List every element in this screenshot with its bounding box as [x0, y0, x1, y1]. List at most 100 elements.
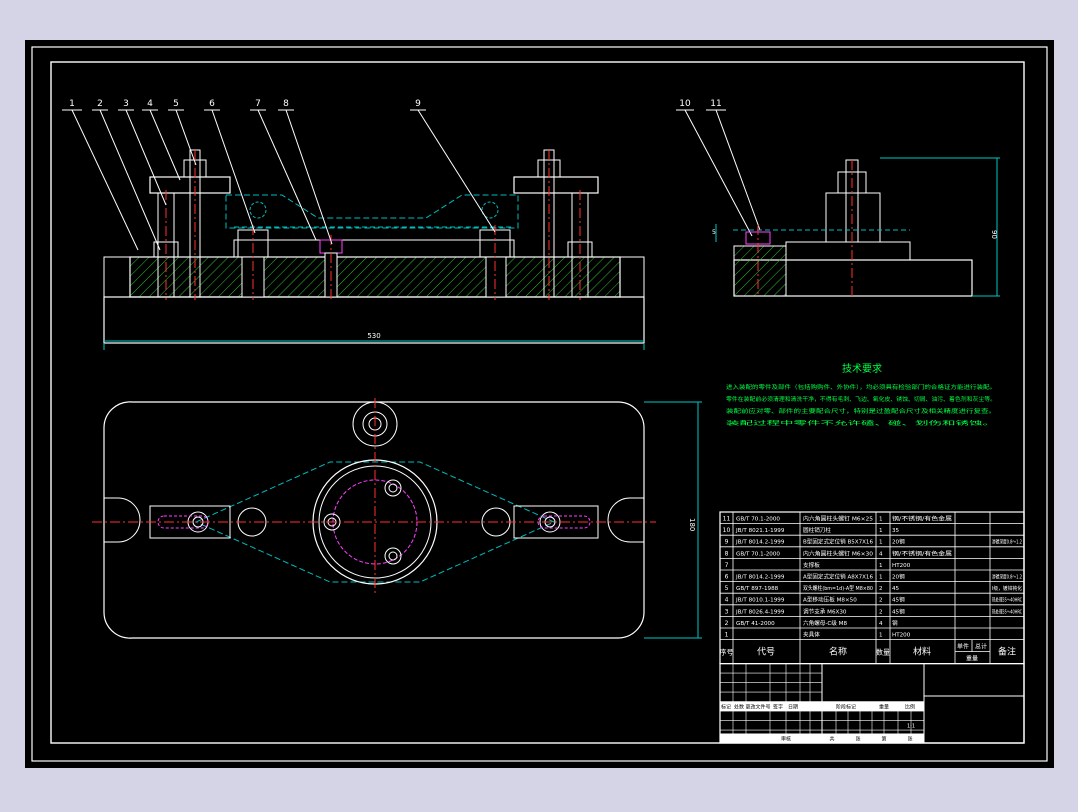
- bom-material: 45钢: [892, 607, 905, 615]
- bom-header-name: 名称: [829, 646, 847, 658]
- bom-code: JB/T 8021.1-1999: [735, 528, 785, 534]
- balloon-3: 3: [123, 99, 129, 109]
- side-view: 90 5: [712, 157, 1000, 297]
- bom-code: GB/T 70.1-2000: [736, 517, 780, 523]
- bom-row: 2 GB/T 41-2000 六角螺母-C级 M8 4 钢: [725, 619, 898, 627]
- top-view: 180: [92, 398, 702, 639]
- bom-qty: 1: [879, 633, 883, 639]
- balloon-4: 4: [147, 99, 153, 109]
- bom-name: A型移动压板 M8×50: [803, 596, 857, 604]
- title-row-fill: [720, 701, 822, 712]
- bom-header-unit: 单件: [957, 643, 969, 651]
- front-view: 530: [103, 149, 645, 350]
- bom-no: 9: [725, 539, 729, 546]
- support-plate: [233, 239, 515, 258]
- balloon-9: 9: [415, 99, 421, 109]
- title-row4-label: 张: [855, 736, 860, 743]
- bom-no: 6: [725, 574, 729, 581]
- title-block: 标记处数更改文件号签字日期审核阶段标记重量比例1:1共张第张: [719, 662, 1025, 744]
- bom-name: 支撑板: [803, 561, 820, 569]
- balloon-11: 11: [710, 99, 721, 109]
- balloon-10: 10: [679, 99, 691, 109]
- title-row1-label: 标记: [721, 704, 731, 711]
- balloon-7: 7: [255, 99, 261, 109]
- bom-note: Ⅰ级，镀锌钝化: [992, 585, 1022, 592]
- dim-side-small: 5: [712, 229, 716, 236]
- balloon-5: 5: [173, 99, 179, 109]
- bom-no: 5: [725, 585, 729, 592]
- bom-material: 钢/不锈钢/有色金属: [892, 515, 952, 523]
- bom-header-qty: 数量: [876, 648, 890, 657]
- bom-name: 圆柱销刀柱: [803, 526, 831, 534]
- balloon-2: 2: [97, 99, 103, 109]
- bom-header-note: 备注: [998, 646, 1016, 658]
- bom-name: 调节支承 M6X30: [803, 607, 847, 615]
- bom-qty: 1: [879, 540, 883, 546]
- bom-no: 1: [725, 632, 729, 639]
- bom-qty: 1: [879, 575, 883, 581]
- bom-row: 9 JB/T 8014.2-1999 B型固定式定位销 B5X7X16 1 20钢 渗碳深…: [725, 538, 1022, 546]
- title-scale: 1:1: [907, 724, 915, 730]
- bom-name: B型固定式定位销 B5X7X16: [803, 538, 873, 546]
- bom-material: 20钢: [892, 573, 905, 581]
- bom-qty: 2: [879, 609, 883, 615]
- tech-note-line: 零件在装配前必须清理和清洗干净，不得有毛刺、飞边、氧化皮、锈蚀、切屑、油污、着色…: [726, 395, 996, 403]
- bom-name: 内六角圆柱头螺钉 M6×25: [803, 515, 873, 523]
- dim-front-length: 530: [367, 332, 380, 340]
- title-review: 审核: [781, 736, 791, 743]
- bom-material: 钢/不锈钢/有色金属: [892, 549, 952, 557]
- bom-qty: 2: [879, 598, 883, 604]
- bom-material: 20钢: [892, 538, 905, 546]
- title-row1-label: 签字: [773, 704, 783, 711]
- bom-no: 4: [725, 597, 729, 604]
- bom-header-weight: 重量: [966, 655, 978, 663]
- bom-header-total: 总计: [975, 643, 987, 651]
- bom-name: 内六角圆柱头螺钉 M6×30: [803, 549, 873, 557]
- bom-note: 渗碳深度0.8～1.2: [992, 574, 1022, 581]
- bom-qty: 4: [879, 621, 883, 627]
- bom-name: 六角螺母-C级 M8: [803, 619, 847, 627]
- bom-no: 7: [725, 562, 729, 569]
- balloon-group: [62, 109, 761, 251]
- title-row1-label: 处数: [734, 704, 744, 711]
- bom-code: GB/T 70.1-2000: [736, 551, 780, 557]
- outer-border: [31, 46, 1048, 762]
- title-row2-label: 比例: [905, 704, 915, 711]
- bom-code: GB/T 41-2000: [736, 621, 775, 627]
- bom-material: 45: [892, 586, 900, 592]
- bom-header-no: 序号: [720, 648, 734, 657]
- canvas-background: [25, 40, 1054, 768]
- bom-note: 渗碳深度0.8～1.2: [992, 539, 1022, 546]
- balloon-8: 8: [283, 99, 289, 109]
- bom-material: 钢: [892, 619, 898, 627]
- title-row4-label: 张: [907, 736, 912, 743]
- bom-code: JB/T 8026.4-1999: [735, 609, 785, 615]
- bom-no: 2: [725, 620, 729, 627]
- bom-no: 11: [723, 516, 731, 523]
- bom-qty: 1: [879, 528, 883, 534]
- bom-material: 45钢: [892, 596, 905, 604]
- bom-header-material: 材料: [913, 646, 931, 658]
- bom-name: A型固定式定位销 A8X7X16: [803, 573, 873, 581]
- title-row1-label: 更改文件号: [745, 704, 770, 711]
- bom-code: JB/T 8014.2-1999: [735, 540, 785, 546]
- bom-code: GB/T 897-1988: [736, 586, 779, 592]
- base-step-right: [619, 256, 645, 298]
- top-outline: [103, 401, 645, 639]
- bom-note: 热处理35～40HRC: [992, 608, 1022, 615]
- top-workpiece: [194, 461, 556, 583]
- bom-qty: 1: [879, 563, 883, 569]
- workpiece-profile: [225, 194, 519, 229]
- title-row4-label: 第: [881, 736, 886, 743]
- bom-name: 双头螺柱(bm=1d)-A型 M8×80: [803, 584, 873, 592]
